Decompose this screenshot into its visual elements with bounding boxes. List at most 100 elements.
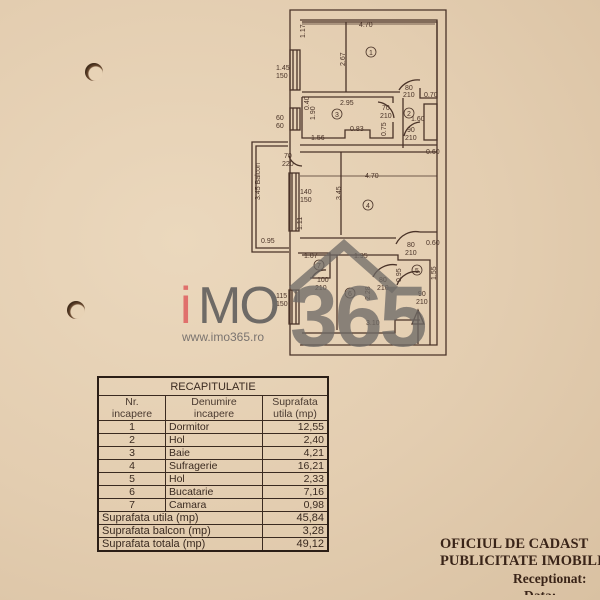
stamp-line-date: Data: [440,587,600,595]
total-label: Suprafata utila (mp) [97,511,263,525]
total-label: Suprafata balcon (mp) [97,524,263,538]
svg-text:2: 2 [407,111,411,118]
svg-text:3.45: 3.45 [336,186,343,200]
punch-hole-top [85,63,103,81]
room-name: Bucatarie [165,485,263,499]
room-name: Baie [165,446,263,460]
svg-text:4.70: 4.70 [365,173,379,180]
svg-text:70: 70 [284,153,292,160]
svg-text:80: 80 [407,242,415,249]
room-nr: 6 [97,485,166,499]
svg-text:210: 210 [405,250,417,257]
svg-text:140: 140 [300,189,312,196]
svg-text:0.83: 0.83 [350,126,364,133]
svg-text:3.45 Balcon: 3.45 Balcon [255,163,262,200]
svg-text:1.07: 1.07 [304,253,318,260]
svg-text:2.28: 2.28 [365,286,372,300]
room-name: Dormitor [165,420,263,434]
watermark-url: www.imo365.ro [182,330,265,344]
total-row-utila: Suprafata utila (mp)45,84 [97,511,329,525]
svg-text:60: 60 [276,115,284,122]
svg-text:2.95: 2.95 [340,100,354,107]
svg-text:6: 6 [348,291,352,298]
svg-text:70: 70 [382,105,390,112]
svg-text:80: 80 [405,85,413,92]
header-nr: Nr.incapere [97,395,166,421]
room-area: 12,55 [262,420,329,434]
watermark-logo-365: 365 [290,269,427,365]
svg-text:1.60: 1.60 [411,116,425,123]
svg-text:1.45: 1.45 [276,65,290,72]
room-nr: 2 [97,433,166,447]
svg-text:210: 210 [315,285,327,292]
svg-text:0.95: 0.95 [396,268,403,282]
total-value: 45,84 [262,511,329,525]
svg-text:150: 150 [276,301,288,308]
svg-text:0.95: 0.95 [261,238,275,245]
svg-text:60: 60 [276,123,284,130]
total-label: Suprafata totala (mp) [97,537,263,552]
svg-text:220: 220 [282,161,294,168]
svg-text:1: 1 [369,50,373,57]
svg-text:115: 115 [276,293,287,300]
svg-text:1.55: 1.55 [431,266,438,280]
svg-text:2.67: 2.67 [340,52,347,66]
room-area: 4,21 [262,446,329,460]
svg-text:210: 210 [416,299,428,306]
svg-text:90: 90 [407,127,415,134]
total-row-totala: Suprafata totala (mp)49,12 [97,537,329,552]
stamp-line-registry: PUBLICITATE IMOBILIA [440,553,600,569]
room-name: Hol [165,433,263,447]
room-name: Hol [165,472,263,486]
svg-text:0.60: 0.60 [426,240,440,247]
svg-text:150: 150 [276,73,288,80]
svg-text:1.90: 1.90 [310,106,317,120]
svg-text:0.75: 0.75 [381,122,388,136]
svg-text:1.56: 1.56 [311,135,325,142]
total-value: 49,12 [262,537,329,552]
svg-text:210: 210 [377,285,389,292]
room-area: 7,16 [262,485,329,499]
svg-text:3: 3 [335,112,339,119]
room-nr: 3 [97,446,166,460]
svg-text:1.11: 1.11 [297,217,304,230]
cadastre-stamp: OFICIUL DE CADAST PUBLICITATE IMOBILIA R… [440,536,600,595]
stamp-line-office: OFICIUL DE CADAST [440,536,589,552]
punch-hole-bottom [67,301,85,319]
svg-text:4: 4 [366,203,370,210]
svg-text:1.17: 1.17 [300,24,307,38]
room-name: Camara [165,498,263,512]
watermark-logo-mo: MO [198,277,280,335]
room-area: 16,21 [262,459,329,473]
svg-text:0.40: 0.40 [304,96,311,110]
svg-text:210: 210 [403,92,415,99]
watermark-logo-i: i [180,277,192,335]
svg-text:210: 210 [405,135,417,142]
total-value: 3,28 [262,524,329,538]
recap-title: RECAPITULATIE [97,376,329,396]
room-area: 0,98 [262,498,329,512]
room-area: 2,33 [262,472,329,486]
svg-text:210: 210 [380,113,392,120]
room-name: Sufragerie [165,459,263,473]
stamp-line-received: Receptionat: [513,571,587,586]
svg-text:0.70: 0.70 [424,92,438,99]
svg-text:150: 150 [300,197,312,204]
total-row-balcon: Suprafata balcon (mp)3,28 [97,524,329,538]
svg-text:0.60: 0.60 [426,149,440,156]
svg-text:100: 100 [317,277,329,284]
svg-text:3.10: 3.10 [366,320,380,327]
